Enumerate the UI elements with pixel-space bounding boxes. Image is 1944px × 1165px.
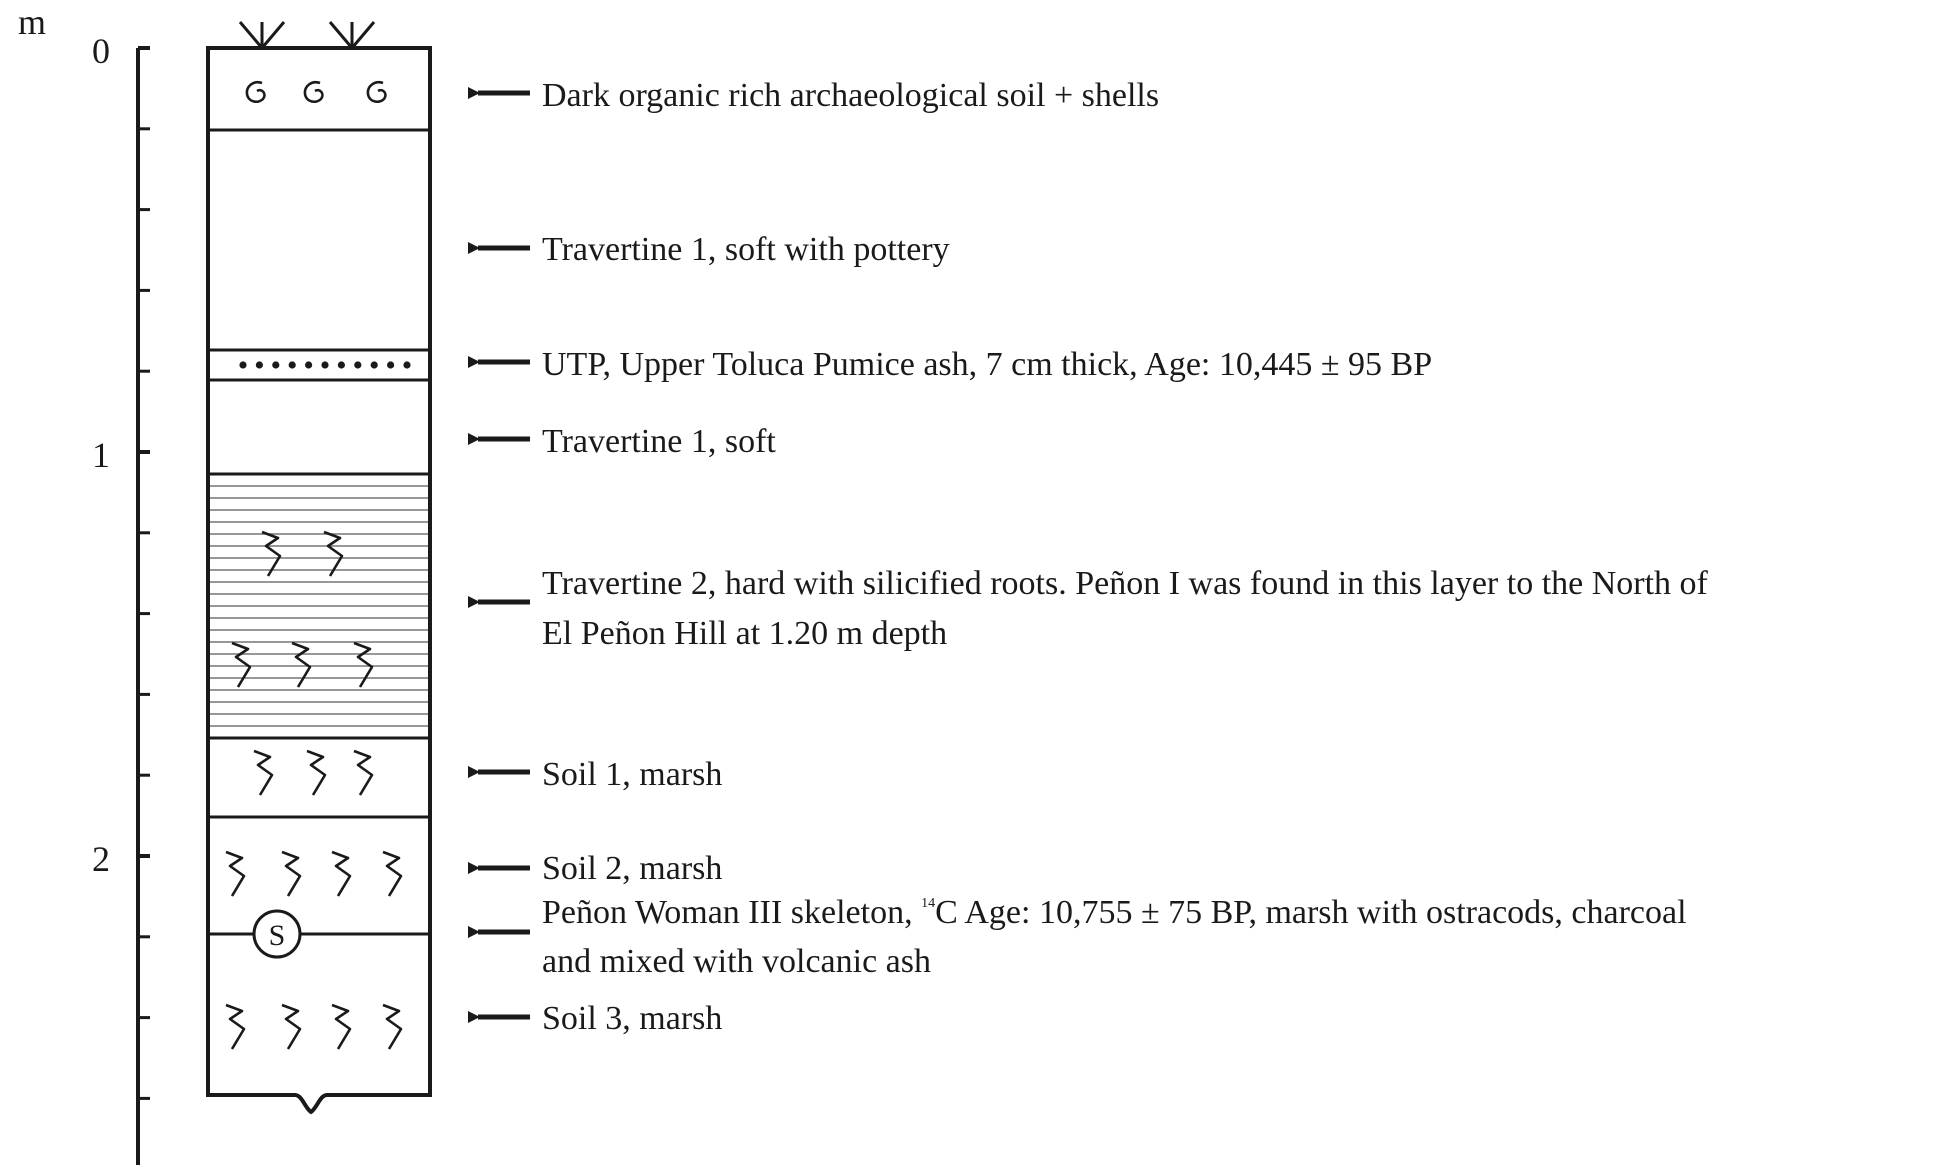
label-soil-2: Soil 2, marsh: [542, 850, 722, 887]
spiral-shell-icon: [245, 80, 387, 104]
label-skeleton-line-2: and mixed with volcanic ash: [542, 943, 931, 980]
root-icon: [281, 850, 302, 897]
skeleton-circle-icon: [252, 909, 302, 959]
pumice-dot-icon: [387, 361, 395, 369]
root-icon: [225, 530, 403, 1050]
label-soil-3: Soil 3, marsh: [542, 1000, 722, 1037]
root-icon: [353, 641, 374, 688]
pumice-dot-icon: [305, 361, 313, 369]
root-icon: [331, 1003, 352, 1050]
root-icon: [382, 850, 403, 897]
label-skeleton-superscript: 14: [921, 896, 935, 911]
root-icon: [382, 1003, 403, 1050]
skeleton-symbol-label: S: [269, 919, 286, 952]
pumice-dot-icon: [370, 361, 378, 369]
pumice-dot-icon: [239, 361, 411, 369]
root-icon: [306, 749, 327, 796]
root-icon: [281, 1003, 302, 1050]
label-soil-1: Soil 1, marsh: [542, 756, 722, 793]
column: S: [206, 21, 432, 1115]
layer-boundaries: [208, 128, 430, 936]
root-icon: [225, 850, 246, 897]
root-icon: [261, 530, 282, 577]
pumice-dot-icon: [337, 361, 345, 369]
pumice-dot-icon: [403, 361, 411, 369]
pumice-dot-icon: [239, 361, 247, 369]
layer-labels: Dark organic rich archaeological soil + …: [542, 77, 1709, 1037]
axis-tick-label-2: 2: [92, 839, 110, 879]
label-utp: UTP, Upper Toluca Pumice ash, 7 cm thick…: [542, 346, 1432, 383]
pumice-dot-icon: [272, 361, 280, 369]
pumice-dot-icon: [255, 361, 263, 369]
label-travertine-2-line-2: El Peñon Hill at 1.20 m depth: [542, 615, 947, 652]
axis-tick-label-1: 1: [92, 435, 110, 475]
label-skeleton-line-1: Peñon Woman III skeleton, 14C Age: 10,75…: [542, 894, 1687, 931]
pumice-dot-icon: [288, 361, 296, 369]
root-icon: [291, 641, 312, 688]
skeleton-marker: S: [252, 909, 302, 959]
depth-axis: m 0 1 2: [18, 2, 150, 1165]
root-icon: [253, 749, 274, 796]
pumice-dot-icon: [354, 361, 362, 369]
label-travertine-1-pottery: Travertine 1, soft with pottery: [542, 231, 950, 268]
column-outline: [206, 46, 432, 1115]
label-dark-soil: Dark organic rich archaeological soil + …: [542, 77, 1159, 114]
root-icon: [225, 1003, 246, 1050]
root-icon: [353, 749, 374, 796]
label-skeleton-suffix: C Age: 10,755 ± 75 BP, marsh with ostrac…: [935, 894, 1686, 931]
label-skeleton-prefix: Peñon Woman III skeleton,: [542, 894, 921, 931]
root-icon: [331, 850, 352, 897]
travertine-2-hatching: [208, 485, 430, 727]
plant-icon: [238, 21, 376, 49]
root-icon: [231, 641, 252, 688]
axis-unit-label: m: [18, 2, 46, 42]
root-icon: [323, 530, 344, 577]
axis-minor-ticks: [138, 46, 150, 1100]
axis-tick-label-0: 0: [92, 31, 110, 71]
pumice-dot-icon: [321, 361, 329, 369]
label-travertine-1-soft: Travertine 1, soft: [542, 423, 776, 460]
label-travertine-2-line-1: Travertine 2, hard with silicified roots…: [542, 565, 1709, 602]
arrows: [468, 87, 530, 1023]
